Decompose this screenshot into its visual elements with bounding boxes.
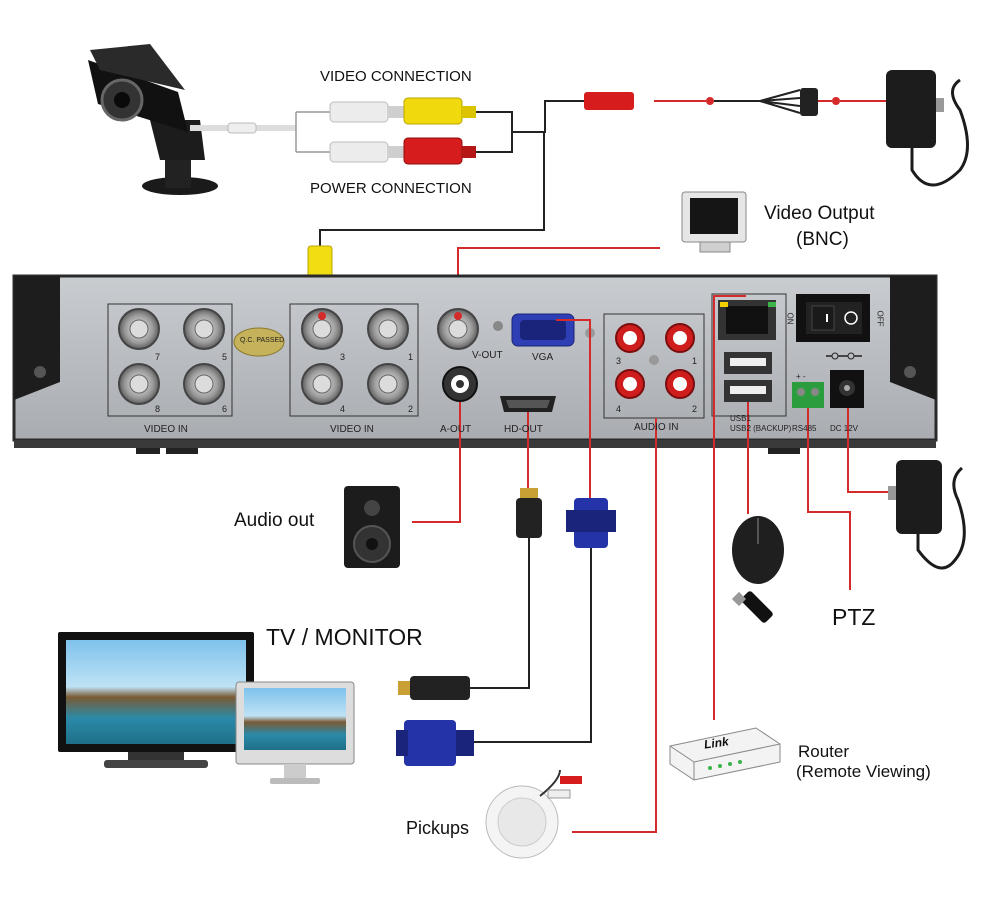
bnc-label: (BNC) xyxy=(796,229,849,250)
ch4-label: 4 xyxy=(340,404,346,414)
vga-line xyxy=(556,319,591,498)
router xyxy=(669,727,781,781)
video-in-group-right xyxy=(289,303,419,417)
vga-plug xyxy=(474,498,616,743)
bnc-connectors xyxy=(118,308,479,405)
power-adapter-top xyxy=(886,70,969,187)
tv-monitor-label: TV / MONITOR xyxy=(266,624,423,650)
ch3-label: 3 xyxy=(340,352,346,362)
power-plugs xyxy=(329,137,476,165)
hdmi-plug-tv xyxy=(398,676,470,700)
bnc-connector-center xyxy=(378,374,398,394)
audio-in-rca-jacks xyxy=(615,323,695,399)
power-adapter-bottom xyxy=(888,460,966,570)
bnc-connector-center xyxy=(129,374,149,394)
hd-out-label: HD-OUT xyxy=(504,424,543,435)
ch1-label: 1 xyxy=(408,352,414,362)
connection-dot xyxy=(318,312,326,320)
pickups-label: Pickups xyxy=(406,818,470,838)
dc-line xyxy=(847,408,896,493)
router-line xyxy=(713,295,746,720)
video-connection-label: VIDEO CONNECTION xyxy=(320,68,472,85)
audio-rca-jack-center xyxy=(623,331,637,345)
audio-in-label: AUDIO IN xyxy=(634,422,679,433)
bullet-camera xyxy=(88,44,218,195)
audio-rca-jack-center xyxy=(673,377,687,391)
audio-in-group xyxy=(603,313,705,419)
ch8-label: 8 xyxy=(155,404,161,414)
pickup-microphone xyxy=(485,769,582,859)
power-splitter xyxy=(714,88,818,116)
dvr-back-panel xyxy=(12,274,938,448)
screw xyxy=(493,321,503,331)
audio-rca-jack-center xyxy=(673,331,687,345)
a-out-label: A-OUT xyxy=(440,424,472,435)
power-connector-red xyxy=(584,92,634,110)
power-connection-label: POWER CONNECTION xyxy=(310,180,472,197)
bnc-connector-center xyxy=(194,374,214,394)
pickups-line xyxy=(572,418,657,833)
speaker xyxy=(344,486,400,568)
video-in-group-left xyxy=(107,303,233,417)
ain3-label: 3 xyxy=(616,356,622,366)
cable-junction xyxy=(227,122,257,134)
connection-dot xyxy=(454,312,462,320)
qc-sticker-label: Q.C. PASSED xyxy=(240,337,285,344)
dc12v-label: DC 12V xyxy=(830,424,859,433)
on-label: ON xyxy=(785,312,795,325)
v-out-label: V-OUT xyxy=(472,350,503,361)
audio-out-label: Audio out xyxy=(234,510,315,531)
ptz-label: PTZ xyxy=(832,604,876,630)
ain1-label: 1 xyxy=(692,356,698,366)
dc-jack xyxy=(830,370,864,408)
usb-stick xyxy=(731,591,773,623)
rs485-terminal xyxy=(792,382,824,408)
mouse xyxy=(732,516,784,584)
rs485-label: RS485 xyxy=(792,424,817,433)
vga-port xyxy=(511,313,575,347)
usb1-label: USB1 xyxy=(730,414,751,423)
bnc-connector-center xyxy=(312,374,332,394)
video-cable-down xyxy=(319,131,545,248)
bnc-connector-center xyxy=(378,319,398,339)
video-output-label: Video Output xyxy=(764,203,875,224)
hdmi-plug xyxy=(470,488,542,689)
ethernet-port xyxy=(718,300,776,340)
audio-out-line xyxy=(412,402,461,523)
video-in-right-label: VIDEO IN xyxy=(330,424,374,435)
ch2-label: 2 xyxy=(408,404,414,414)
remote-viewing-label: (Remote Viewing) xyxy=(796,762,931,781)
crt-monitor xyxy=(681,191,747,253)
usb2-label: USB2 (BACKUP) xyxy=(730,424,792,433)
bnc-connector-center xyxy=(312,319,332,339)
vga-plug-tv xyxy=(396,720,474,766)
big-tv xyxy=(58,632,254,768)
qc-sticker xyxy=(233,327,285,357)
ain2-label: 2 xyxy=(692,404,698,414)
bnc-connector-center xyxy=(129,319,149,339)
ch5-label: 5 xyxy=(222,352,228,362)
bnc-connector-center xyxy=(194,319,214,339)
off-label: OFF xyxy=(875,310,885,327)
ch7-label: 7 xyxy=(155,352,161,362)
power-switch xyxy=(796,294,870,342)
ain4-label: 4 xyxy=(616,404,622,414)
small-monitor xyxy=(235,681,355,784)
usb-ports xyxy=(724,352,772,402)
video-in-left-label: VIDEO IN xyxy=(144,424,188,435)
vga-label: VGA xyxy=(532,352,554,363)
plus-minus-label: + - xyxy=(796,372,806,381)
ch6-label: 6 xyxy=(222,404,228,414)
video-rca-plugs xyxy=(329,97,476,125)
ptz-line xyxy=(807,408,851,590)
hdmi-port xyxy=(500,396,556,412)
audio-rca-jack-center xyxy=(623,377,637,391)
bnc-connector-center xyxy=(448,319,468,339)
router-label: Router xyxy=(798,742,850,761)
